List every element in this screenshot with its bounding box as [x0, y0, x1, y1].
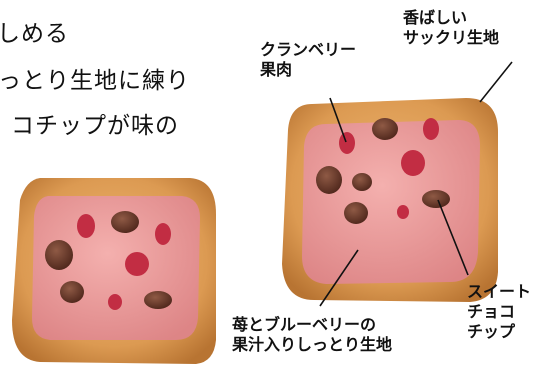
left-cranberry	[125, 252, 149, 276]
right-cranberry	[339, 132, 355, 154]
right-chocolate-chip	[352, 173, 372, 191]
left-chocolate-chip	[144, 291, 172, 309]
label-sweet-chocolate-chip: スイート チョコ チップ	[467, 282, 532, 341]
right-chocolate-chip	[316, 166, 342, 194]
copy-line-2: っとり生地に練り	[0, 68, 190, 94]
callout-line-chip	[437, 199, 469, 276]
right-cookie	[282, 98, 498, 302]
right-cranberry	[397, 205, 409, 219]
label-moist-dough: 苺とブルーベリーの 果汁入りしっとり生地	[232, 315, 393, 354]
left-chocolate-chip	[111, 211, 139, 233]
right-cranberry	[423, 118, 439, 140]
copy-line-3: コチップが味の	[11, 113, 179, 139]
label-crispy-crust: 香ばしい サックリ生地	[403, 8, 500, 47]
right-chocolate-chip	[372, 118, 398, 140]
callout-line-crust	[479, 61, 513, 103]
right-chocolate-chip	[422, 190, 450, 208]
left-cranberry	[77, 214, 95, 238]
left-cranberry	[108, 294, 122, 310]
left-cookie	[12, 178, 216, 364]
copy-line-1: しめる	[0, 21, 69, 47]
right-cookie-filling	[302, 120, 480, 284]
callout-line-cranberry	[329, 97, 347, 143]
left-cranberry	[155, 223, 171, 245]
right-chocolate-chip	[344, 202, 368, 224]
callout-line-dough	[319, 249, 359, 307]
left-chocolate-chip	[60, 281, 84, 303]
label-cranberry-pulp: クランベリー 果肉	[260, 40, 357, 79]
right-cranberry	[401, 150, 425, 176]
left-chocolate-chip	[45, 240, 73, 270]
